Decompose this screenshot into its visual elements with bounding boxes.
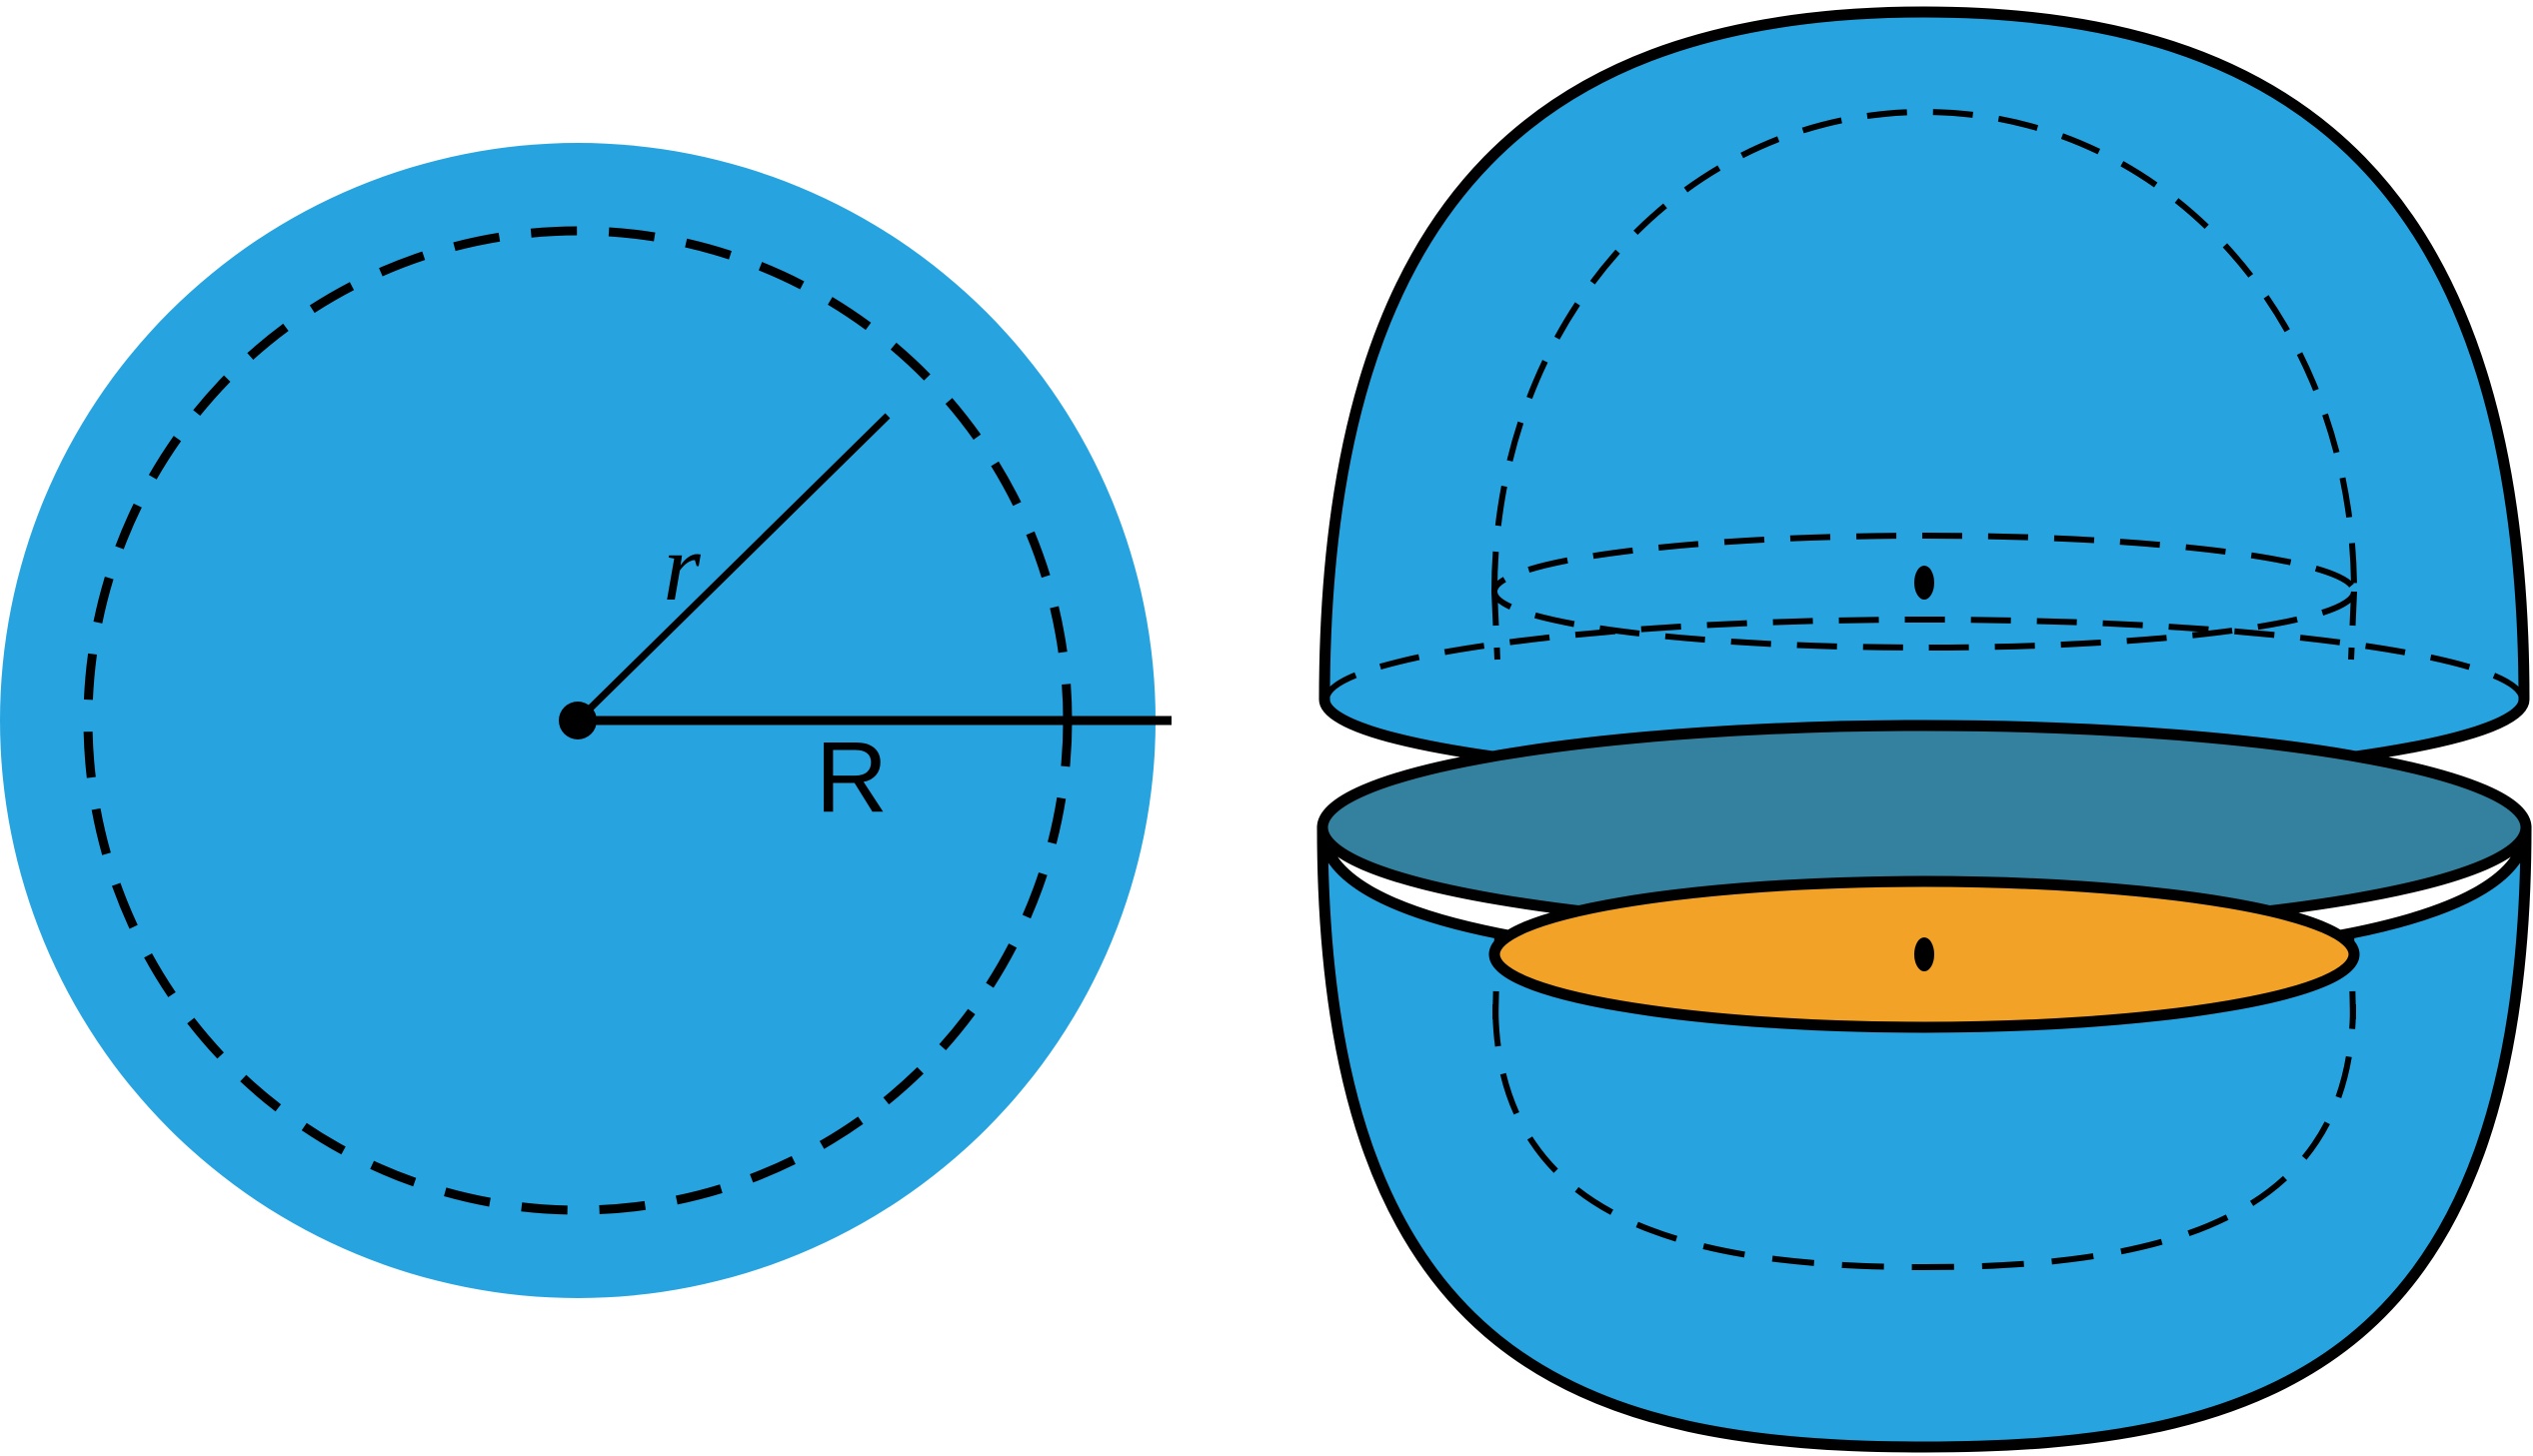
- inner-radius-line-r: [575, 413, 891, 724]
- top-hemisphere: [1318, 6, 2530, 787]
- label-outer-radius-R: R: [816, 722, 888, 833]
- top-hemisphere-center-dot: [1914, 566, 1934, 600]
- top-hemisphere-body: [1318, 6, 2530, 787]
- top-inner-sphere-dome-dashed: [1491, 108, 2357, 593]
- bottom-inner-sphere-dome-dashed: [1492, 1003, 2356, 1271]
- left-sphere-cross-section: r R: [0, 143, 1172, 1298]
- top-rim-back-arc-dashed: [1323, 616, 2525, 701]
- top-inner-left-tick-dashed: [1491, 591, 1500, 661]
- bottom-hemisphere-center-dot: [1914, 937, 1934, 971]
- right-split-sphere: [1316, 6, 2532, 1453]
- left-center-dot: [559, 702, 597, 739]
- top-inner-right-tick-dashed: [2348, 591, 2357, 661]
- bottom-hemisphere: [1316, 720, 2532, 1453]
- label-inner-radius-r: r: [663, 514, 701, 621]
